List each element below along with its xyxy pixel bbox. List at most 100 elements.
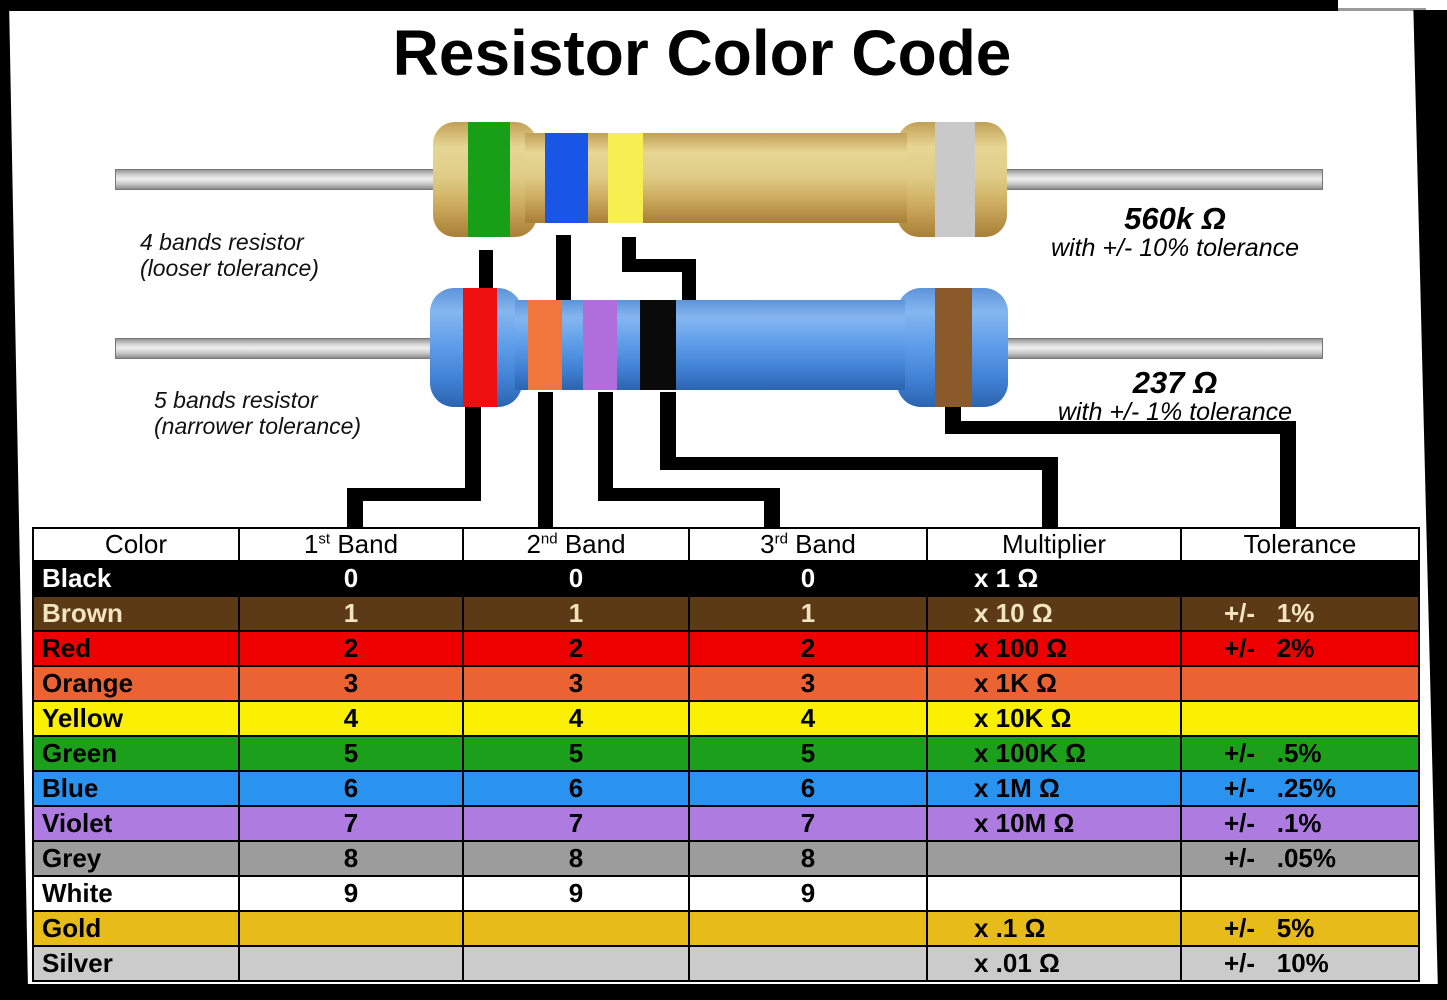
connector-line xyxy=(598,488,780,501)
red-band xyxy=(463,288,497,407)
resistor5-value: 237 Ω with +/- 1% tolerance xyxy=(1020,365,1330,426)
cell-multiplier: x 10 Ω xyxy=(926,595,1182,632)
cell-band2: 0 xyxy=(462,560,690,597)
cell-color-name: Grey xyxy=(32,840,240,877)
cell-band3: 6 xyxy=(688,770,928,807)
cell-tolerance: +/- 5% xyxy=(1180,910,1420,947)
cell-band1: 2 xyxy=(238,630,464,667)
connector-line xyxy=(556,235,571,301)
cell-band1: 1 xyxy=(238,595,464,632)
column-header: Color xyxy=(32,527,240,562)
cell-multiplier: x 10M Ω xyxy=(926,805,1182,842)
cell-color-name: White xyxy=(32,875,240,912)
cell-multiplier: x 1M Ω xyxy=(926,770,1182,807)
cell-multiplier: x 1 Ω xyxy=(926,560,1182,597)
cell-band3: 7 xyxy=(688,805,928,842)
column-header: Tolerance xyxy=(1180,527,1420,562)
resistor5-lead-right xyxy=(1005,338,1323,359)
page-border-top-fade xyxy=(1338,8,1426,11)
column-header: Multiplier xyxy=(926,527,1182,562)
cell-color-name: Blue xyxy=(32,770,240,807)
resistor4-label-line1: 4 bands resistor xyxy=(140,229,304,255)
resistor5-label-line1: 5 bands resistor xyxy=(154,387,318,413)
resistor5-lead-left xyxy=(115,338,437,359)
resistor4-tolerance-note: with +/- 10% tolerance xyxy=(1050,234,1300,262)
cell-color-name: Gold xyxy=(32,910,240,947)
cell-band3 xyxy=(688,910,928,947)
cell-multiplier: x .1 Ω xyxy=(926,910,1182,947)
cell-band3: 1 xyxy=(688,595,928,632)
cell-multiplier: x 1K Ω xyxy=(926,665,1182,702)
cell-band1: 4 xyxy=(238,700,464,737)
cell-color-name: Silver xyxy=(32,945,240,982)
connector-line xyxy=(598,392,613,501)
connector-line xyxy=(682,259,696,301)
connector-line xyxy=(660,392,676,470)
column-header: 2nd Band xyxy=(462,527,690,562)
cell-tolerance: +/- 10% xyxy=(1180,945,1420,982)
resistor5-body-middle xyxy=(515,300,905,390)
column-header: 1st Band xyxy=(238,527,464,562)
cell-color-name: Orange xyxy=(32,665,240,702)
cell-band2: 1 xyxy=(462,595,690,632)
cell-tolerance: +/- 2% xyxy=(1180,630,1420,667)
resistor4-value-text: 560k Ω xyxy=(1124,201,1226,236)
cell-band3 xyxy=(688,945,928,982)
cell-band1: 7 xyxy=(238,805,464,842)
connector-line xyxy=(479,250,493,288)
cell-band2: 5 xyxy=(462,735,690,772)
cell-band1: 6 xyxy=(238,770,464,807)
resistor4-label-line2: (looser tolerance) xyxy=(140,255,319,281)
cell-band3: 0 xyxy=(688,560,928,597)
cell-color-name: Brown xyxy=(32,595,240,632)
cell-band3: 5 xyxy=(688,735,928,772)
green-band xyxy=(468,122,510,237)
page-title: Resistor Color Code xyxy=(392,17,1012,89)
cell-tolerance: +/- .5% xyxy=(1180,735,1420,772)
page-border-left xyxy=(0,0,29,1000)
cell-band2 xyxy=(462,910,690,947)
cell-tolerance: +/- 1% xyxy=(1180,595,1420,632)
cell-tolerance xyxy=(1180,665,1420,702)
resistor4-value: 560k Ω with +/- 10% tolerance xyxy=(1020,201,1330,262)
cell-multiplier: x 10K Ω xyxy=(926,700,1182,737)
cell-tolerance: +/- .05% xyxy=(1180,840,1420,877)
cell-multiplier xyxy=(926,875,1182,912)
cell-multiplier: x .01 Ω xyxy=(926,945,1182,982)
page-border-top xyxy=(0,0,1338,11)
connector-line xyxy=(538,392,553,528)
connector-line xyxy=(347,488,363,528)
resistor5-value-text: 237 Ω xyxy=(1132,365,1218,400)
black-band xyxy=(640,300,676,390)
cell-band1: 9 xyxy=(238,875,464,912)
connector-line xyxy=(1280,421,1296,528)
cell-band1 xyxy=(238,945,464,982)
resistor5-tolerance-note: with +/- 1% tolerance xyxy=(1057,398,1293,426)
connector-line xyxy=(1042,457,1058,528)
cell-band3: 9 xyxy=(688,875,928,912)
cell-tolerance xyxy=(1180,700,1420,737)
orange-band xyxy=(528,300,562,390)
cell-band2: 6 xyxy=(462,770,690,807)
connector-line xyxy=(465,407,481,501)
cell-band1: 5 xyxy=(238,735,464,772)
cell-tolerance xyxy=(1180,560,1420,597)
cell-band2: 4 xyxy=(462,700,690,737)
cell-band2: 3 xyxy=(462,665,690,702)
cell-tolerance: +/- .25% xyxy=(1180,770,1420,807)
cell-band3: 2 xyxy=(688,630,928,667)
resistor4-lead-left xyxy=(115,169,437,190)
resistor4-lead-right xyxy=(1005,169,1323,190)
cell-band3: 3 xyxy=(688,665,928,702)
